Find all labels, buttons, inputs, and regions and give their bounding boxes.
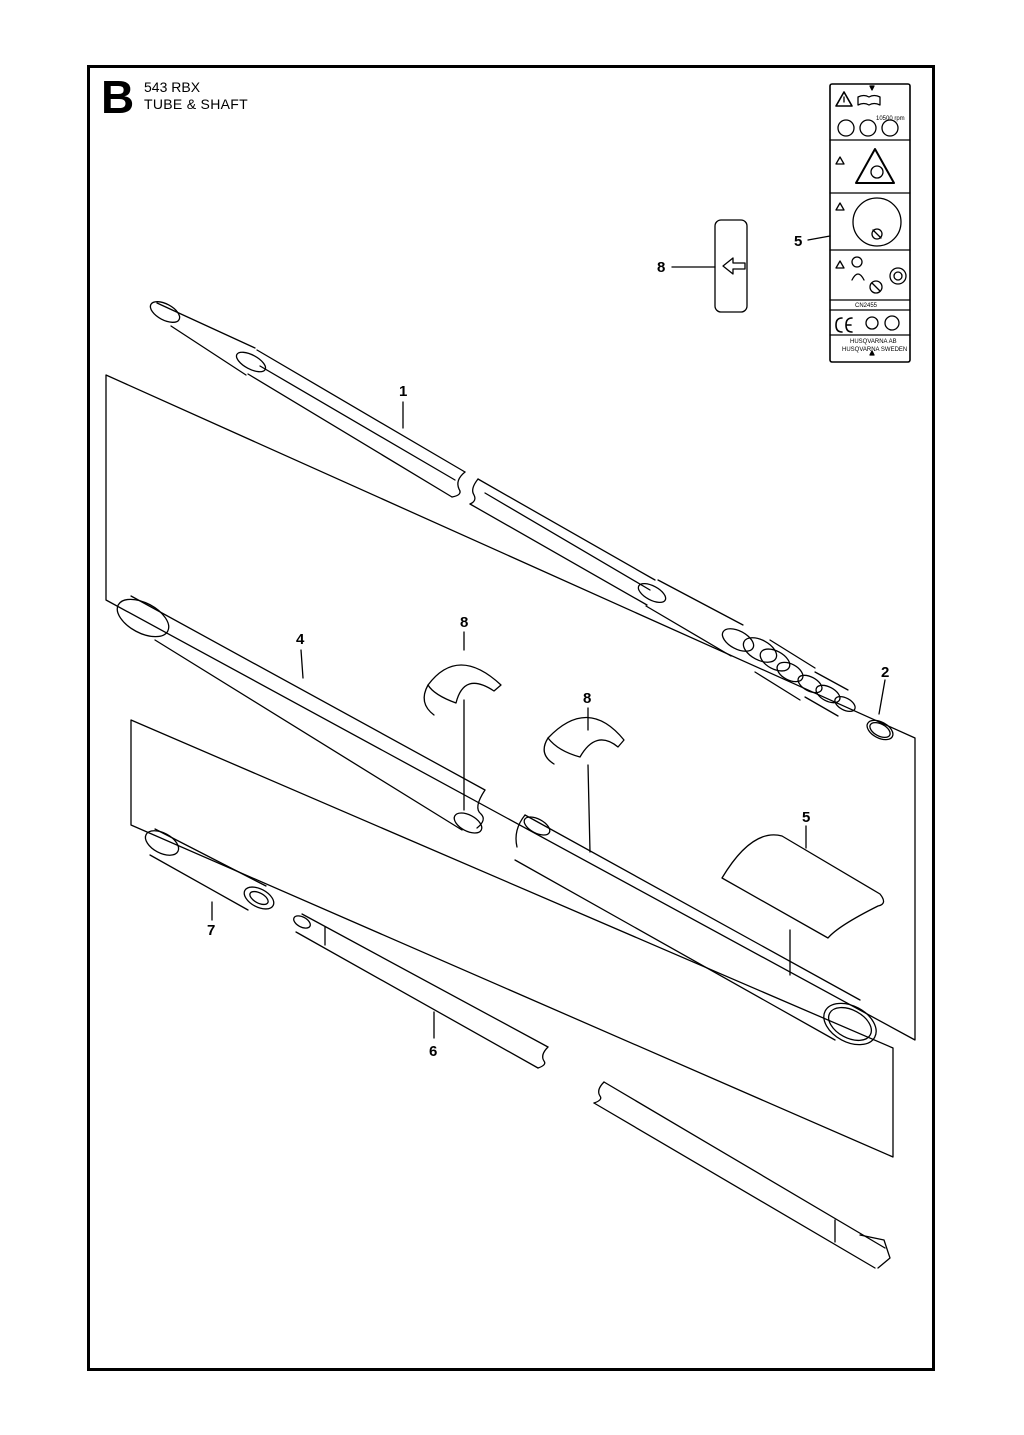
part-7-bushing (144, 828, 275, 911)
decal-maker-1: HUSQVARNA AB (850, 339, 897, 345)
callout-8-left: 8 (460, 614, 468, 631)
group-outline-upper (105, 374, 916, 1041)
tube-middle-section (514, 814, 877, 1046)
callout-labels: 1 2 4 5 5 6 7 8 8 8 (207, 233, 889, 1060)
group-outline-lower (130, 719, 894, 1158)
part-5-warning-decal (829, 83, 911, 363)
callout-6: 6 (429, 1043, 437, 1060)
callout-8-middle: 8 (583, 690, 591, 707)
part-6-drive-shaft (293, 913, 891, 1269)
decal-part-code: CN2455 (855, 303, 878, 309)
part-2-o-ring (866, 719, 894, 741)
callout-4: 4 (296, 631, 305, 648)
callout-5-decal: 5 (794, 233, 802, 250)
callout-1: 1 (399, 383, 407, 400)
page-frame (87, 65, 935, 1371)
part-5-cover (721, 834, 885, 939)
leader-lines (211, 235, 886, 1039)
callout-2: 2 (881, 664, 889, 681)
decal-rpm-text: 10500 rpm (876, 116, 905, 122)
decal-text: 10500 rpm CN2455 HUSQVARNA AB HUSQVARNA … (842, 116, 907, 353)
part-8-clamp-top (714, 219, 748, 313)
part-8-clamp-left (423, 664, 502, 716)
callout-5-lower: 5 (802, 809, 810, 826)
decal-maker-2: HUSQVARNA SWEDEN (842, 347, 907, 353)
part-8-clamp-middle (543, 716, 625, 765)
model-name: 543 RBX (144, 79, 201, 95)
section-letter: B (101, 71, 135, 123)
part-4-tube (116, 595, 486, 834)
part-1-drive-tube (149, 301, 856, 717)
callout-7: 7 (207, 922, 215, 939)
diagram-title: TUBE & SHAFT (144, 96, 248, 112)
callout-8-top: 8 (657, 259, 665, 276)
